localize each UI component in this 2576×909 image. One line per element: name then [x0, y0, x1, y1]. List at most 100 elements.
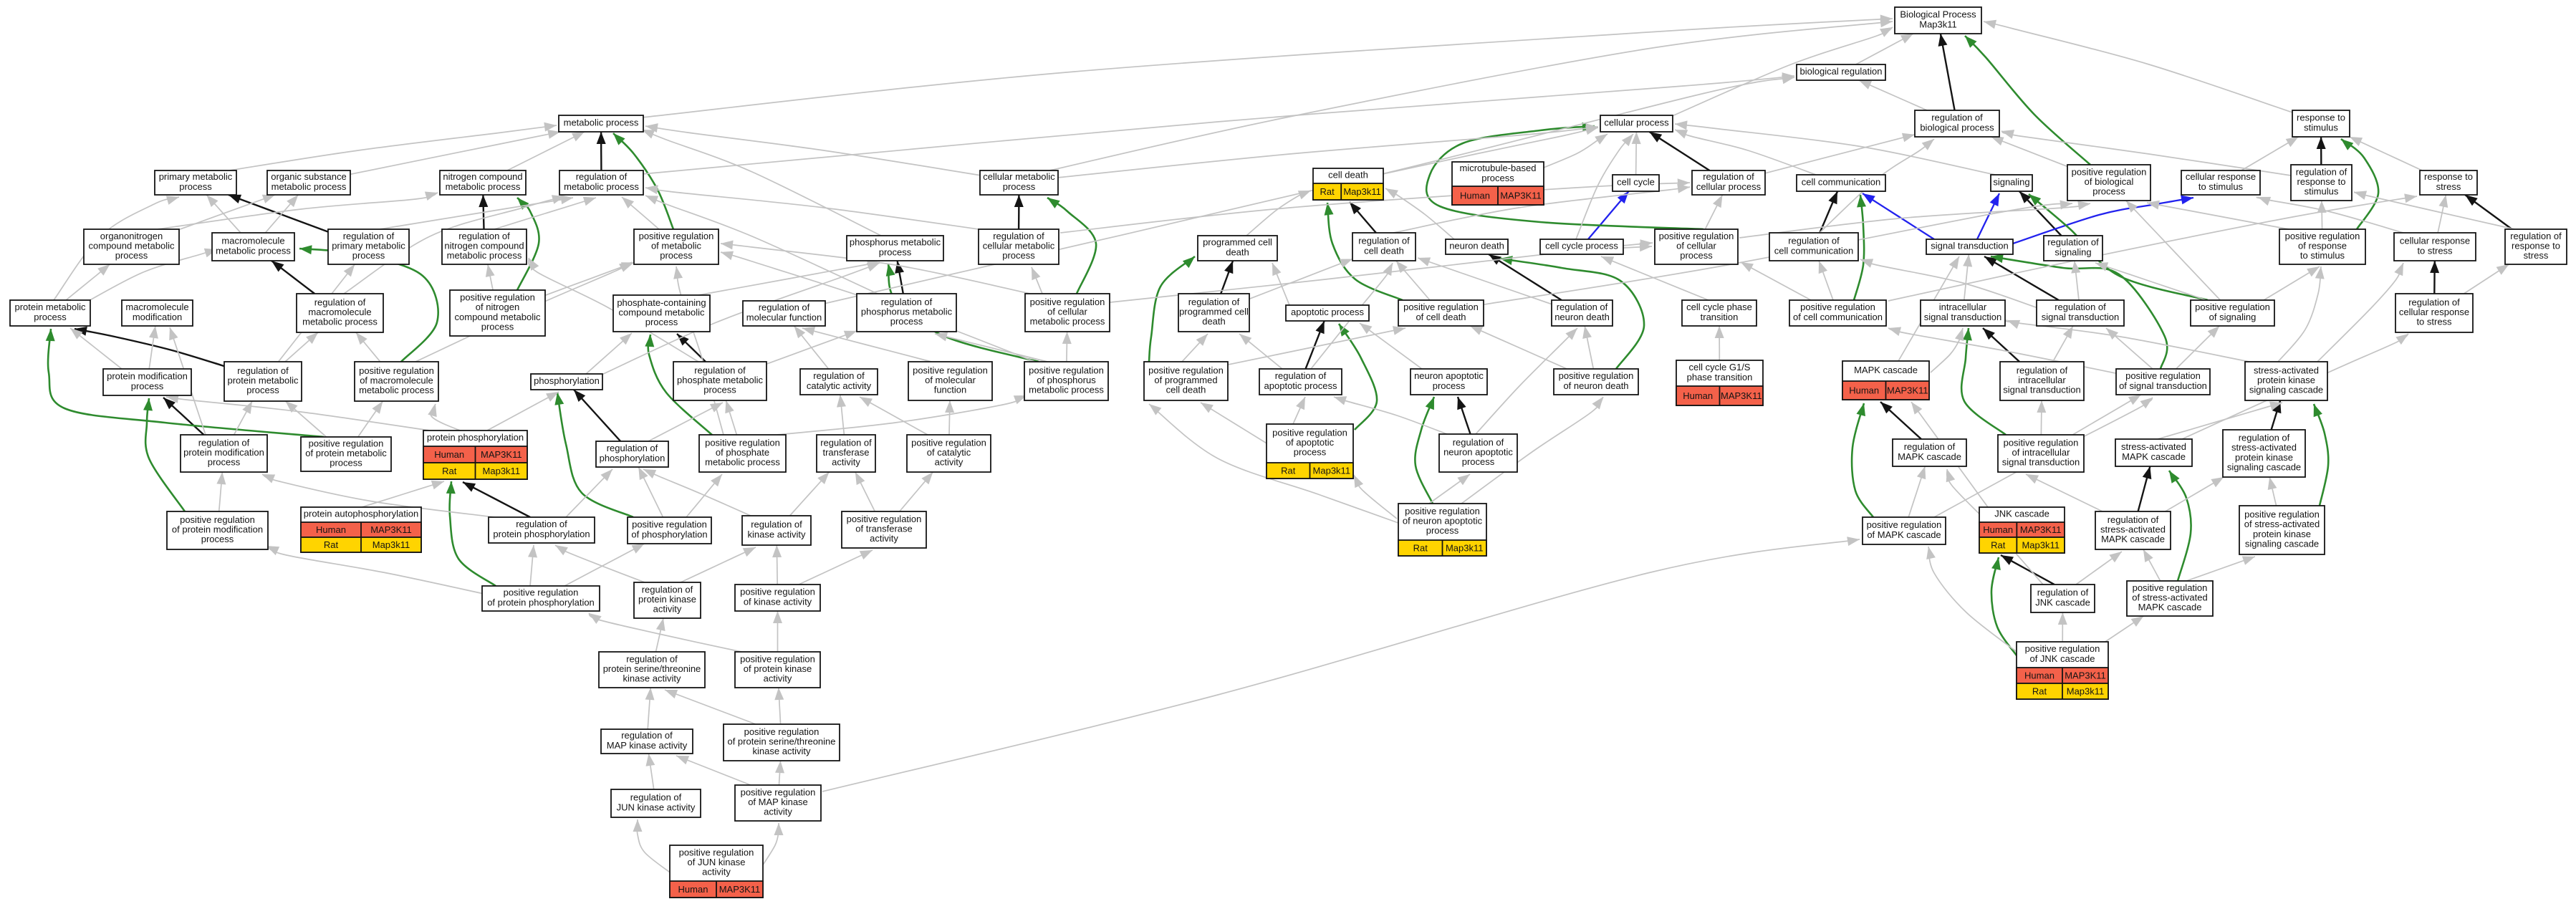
svg-text:regulation of: regulation of: [1788, 236, 1840, 246]
svg-text:of protein kinase: of protein kinase: [744, 663, 812, 674]
svg-text:of programmed: of programmed: [1154, 375, 1217, 385]
svg-text:regulation of: regulation of: [576, 171, 628, 182]
svg-text:primary metabolic: primary metabolic: [159, 171, 233, 182]
svg-text:positive regulation: positive regulation: [1148, 365, 1224, 375]
svg-text:regulation of: regulation of: [626, 653, 678, 664]
svg-text:neuron death: neuron death: [1449, 241, 1504, 251]
svg-text:of kinase activity: of kinase activity: [744, 596, 812, 607]
svg-text:positive regulation: positive regulation: [679, 847, 754, 857]
svg-text:organic substance: organic substance: [271, 171, 347, 182]
svg-text:protein kinase: protein kinase: [2235, 452, 2293, 463]
svg-text:metabolic process: metabolic process: [564, 181, 639, 192]
svg-text:activity: activity: [702, 867, 731, 877]
svg-text:regulation of: regulation of: [2510, 231, 2562, 241]
svg-text:of protein phosphorylation: of protein phosphorylation: [487, 597, 595, 607]
svg-text:regulation of: regulation of: [314, 297, 366, 307]
svg-text:regulation of: regulation of: [630, 792, 682, 803]
svg-text:positive regulation: positive regulation: [504, 587, 579, 598]
svg-text:protein autophosphorylation: protein autophosphorylation: [304, 509, 418, 519]
svg-text:positive regulation: positive regulation: [847, 514, 922, 524]
svg-text:regulation of: regulation of: [237, 365, 289, 376]
svg-text:phase transition: phase transition: [1687, 372, 1753, 383]
svg-text:activity: activity: [653, 604, 682, 615]
svg-text:positive regulation: positive regulation: [2125, 370, 2201, 381]
svg-text:MAPK cascade: MAPK cascade: [1898, 451, 1961, 462]
svg-text:positive regulation: positive regulation: [2195, 302, 2270, 312]
svg-text:regulation of: regulation of: [1904, 441, 1956, 452]
svg-text:positive regulation: positive regulation: [1405, 506, 1480, 516]
svg-text:stress-activated: stress-activated: [2100, 524, 2166, 535]
svg-text:cell cycle G1/S: cell cycle G1/S: [1689, 362, 1751, 372]
svg-text:metabolic process: metabolic process: [447, 250, 522, 261]
svg-text:regulation of: regulation of: [1358, 236, 1410, 246]
svg-text:protein phosphorylation: protein phosphorylation: [493, 529, 590, 539]
svg-text:of phosphorus: of phosphorus: [1037, 375, 1096, 385]
svg-text:regulation of: regulation of: [694, 365, 746, 375]
svg-text:Rat: Rat: [1281, 466, 1296, 476]
svg-text:process: process: [879, 246, 912, 257]
svg-text:to stimulus: to stimulus: [2198, 181, 2244, 192]
svg-text:signal transduction: signal transduction: [2042, 312, 2119, 322]
svg-text:to stress: to stress: [2417, 245, 2453, 256]
svg-text:of apoptotic: of apoptotic: [1286, 437, 1335, 448]
svg-text:positive regulation: positive regulation: [309, 438, 384, 448]
svg-text:process: process: [1003, 181, 1036, 192]
svg-text:signaling cascade: signaling cascade: [2249, 385, 2323, 395]
svg-text:process: process: [1426, 525, 1459, 536]
svg-text:modification: modification: [133, 312, 182, 322]
svg-text:positive regulation: positive regulation: [1029, 365, 1104, 375]
svg-text:cell communication: cell communication: [1774, 245, 1854, 256]
svg-text:stress: stress: [2436, 181, 2461, 192]
svg-text:regulation of: regulation of: [1188, 297, 1240, 307]
svg-text:activity: activity: [935, 457, 963, 468]
svg-text:stimulus: stimulus: [2304, 122, 2338, 133]
svg-text:regulation of: regulation of: [751, 519, 802, 530]
svg-text:positive regulation: positive regulation: [1659, 231, 1734, 241]
svg-text:process: process: [1680, 250, 1713, 261]
svg-text:process: process: [34, 312, 67, 322]
svg-text:of biological: of biological: [2085, 176, 2134, 187]
svg-text:of stress-activated: of stress-activated: [2244, 519, 2320, 529]
svg-text:cellular response: cellular response: [2186, 171, 2256, 182]
svg-text:positive regulation: positive regulation: [1403, 302, 1479, 312]
svg-text:Human: Human: [1983, 524, 2013, 535]
svg-text:activity: activity: [832, 457, 860, 468]
svg-text:cellular metabolic: cellular metabolic: [983, 241, 1055, 251]
svg-text:process: process: [481, 321, 514, 332]
svg-text:Map3k11: Map3k11: [1343, 186, 1381, 197]
svg-text:nitrogen compound: nitrogen compound: [444, 241, 524, 251]
svg-text:of neuron apoptotic: of neuron apoptotic: [1403, 516, 1483, 526]
svg-text:intracellular: intracellular: [1939, 302, 1987, 312]
svg-text:organonitrogen: organonitrogen: [100, 231, 163, 241]
svg-text:positive regulation: positive regulation: [2244, 509, 2320, 520]
svg-text:transition: transition: [1701, 312, 1739, 322]
svg-text:protein phosphorylation: protein phosphorylation: [427, 432, 524, 443]
svg-text:process: process: [1462, 456, 1495, 467]
svg-text:signal transduction: signal transduction: [2002, 457, 2080, 468]
svg-text:positive regulation: positive regulation: [2004, 437, 2079, 448]
svg-text:stress-activated: stress-activated: [2231, 442, 2297, 453]
svg-text:process: process: [890, 316, 923, 327]
svg-text:positive regulation: positive regulation: [2072, 166, 2147, 177]
svg-text:intracellular: intracellular: [2018, 375, 2066, 385]
svg-text:cellular process: cellular process: [1604, 117, 1669, 128]
svg-text:Human: Human: [1460, 191, 1490, 201]
svg-text:macromolecule: macromolecule: [308, 307, 371, 317]
svg-text:protein serine/threonine: protein serine/threonine: [603, 663, 701, 674]
svg-text:positive regulation: positive regulation: [1559, 370, 1634, 381]
svg-text:cell death: cell death: [1328, 170, 1368, 181]
svg-text:neuron death: neuron death: [1554, 312, 1610, 322]
svg-text:Rat: Rat: [324, 539, 339, 550]
svg-text:positive regulation: positive regulation: [632, 519, 707, 530]
svg-text:phosphorus metabolic: phosphorus metabolic: [850, 237, 941, 248]
svg-text:MAP3K11: MAP3K11: [1500, 191, 1542, 201]
svg-text:Rat: Rat: [1320, 186, 1335, 197]
svg-text:process: process: [201, 534, 234, 544]
svg-text:regulation of: regulation of: [621, 730, 673, 741]
svg-text:process: process: [1294, 447, 1327, 458]
svg-text:Biological Process: Biological Process: [1900, 9, 1976, 20]
svg-text:Human: Human: [434, 449, 464, 460]
svg-text:Human: Human: [1683, 390, 1713, 401]
svg-text:of stress-activated: of stress-activated: [2132, 592, 2208, 603]
svg-text:metabolic process: metabolic process: [302, 317, 378, 327]
